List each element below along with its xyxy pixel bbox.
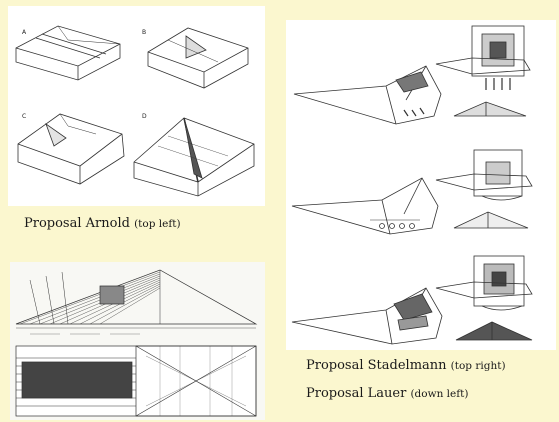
arnold-label-c: C (22, 113, 26, 120)
caption-arnold-note: (top left) (134, 218, 181, 230)
arnold-sketch-a (15, 25, 121, 81)
stadelmann-diagram-panel (286, 20, 556, 350)
arnold-label-b: B (142, 29, 146, 36)
stadelmann-row-1 (293, 25, 531, 125)
lauer-diagram-panel (10, 262, 265, 420)
arnold-sketch-d (133, 117, 255, 197)
caption-lauer-main: Proposal Lauer (306, 386, 407, 401)
stadelmann-row-3 (291, 255, 533, 345)
lauer-plan (15, 345, 257, 417)
caption-arnold: Proposal Arnold (top left) (24, 216, 181, 231)
caption-stadelmann-note: (top right) (450, 360, 506, 372)
lauer-section (15, 269, 258, 335)
arnold-label-d: D (142, 113, 147, 120)
arnold-label-a: A (22, 29, 27, 36)
arnold-sketch-b (147, 27, 249, 89)
arnold-diagram-panel: A B C D (8, 6, 265, 206)
caption-stadelmann-main: Proposal Stadelmann (306, 358, 447, 373)
caption-lauer-note: (down left) (410, 388, 469, 400)
stadelmann-row-2 (291, 149, 533, 235)
caption-stadelmann: Proposal Stadelmann (top right) (306, 358, 506, 373)
arnold-sketch-c (17, 113, 125, 185)
caption-arnold-main: Proposal Arnold (24, 216, 130, 231)
caption-lauer: Proposal Lauer (down left) (306, 386, 468, 401)
